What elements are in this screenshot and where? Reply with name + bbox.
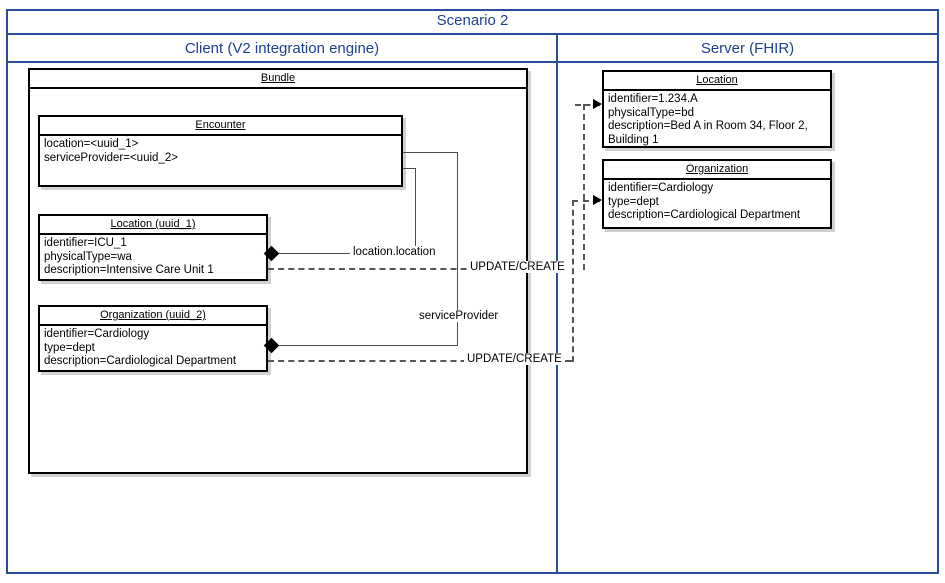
update-create-location-dash-v bbox=[583, 104, 585, 270]
update-create-location-dash-arrow-h bbox=[575, 104, 600, 106]
update-create-location-dash-h bbox=[268, 268, 568, 270]
service-provider-edge-label: serviceProvider bbox=[416, 310, 502, 322]
client-organization-header: Organization (uuid_2) bbox=[40, 307, 266, 326]
server-panel-title: Server (FHIR) bbox=[700, 40, 795, 57]
server-location-attr-physical-type: physicalType=bd bbox=[608, 106, 694, 119]
client-organization-attributes: identifier=Cardiology type=dept descript… bbox=[40, 326, 266, 372]
update-create-organization-dash-v bbox=[572, 200, 574, 362]
server-location-header: Location bbox=[604, 72, 830, 91]
server-organization-attr-description: description=Cardiological Department bbox=[608, 209, 801, 221]
update-create-location-arrowhead bbox=[593, 99, 602, 109]
server-location-class-box[interactable]: Location identifier=1.234.A physicalType… bbox=[602, 70, 832, 148]
location-edge-segment-vertical bbox=[415, 168, 416, 254]
server-organization-title: Organization bbox=[685, 163, 749, 175]
update-create-organization-dash-arrow-h bbox=[572, 200, 600, 202]
encounter-attributes: location=<uuid_1> serviceProvider=<uuid_… bbox=[40, 136, 401, 168]
server-organization-attributes: identifier=Cardiology type=dept descript… bbox=[604, 180, 830, 226]
client-organization-class-box[interactable]: Organization (uuid_2) identifier=Cardiol… bbox=[38, 305, 268, 372]
client-location-class-box[interactable]: Location (uuid_1) identifier=ICU_1 physi… bbox=[38, 214, 268, 281]
client-organization-title: Organization (uuid_2) bbox=[100, 309, 206, 321]
update-create-organization-dash-h bbox=[268, 360, 568, 362]
encounter-header: Encounter bbox=[40, 117, 401, 136]
panel-title-divider bbox=[6, 61, 939, 63]
location-edge-label: location.location bbox=[350, 246, 439, 258]
client-location-header: Location (uuid_1) bbox=[40, 216, 266, 235]
server-location-title: Location bbox=[696, 74, 738, 86]
server-location-attr-description: description=Bed A in Room 34, Floor 2, B… bbox=[608, 120, 808, 146]
client-location-attr-description: description=Intensive Care Unit 1 bbox=[44, 264, 214, 276]
client-location-attr-physical-type: physicalType=wa bbox=[44, 250, 132, 263]
client-organization-attr-description: description=Cardiological Department bbox=[44, 355, 237, 367]
client-location-attributes: identifier=ICU_1 physicalType=wa descrip… bbox=[40, 235, 266, 281]
client-server-divider bbox=[556, 34, 558, 573]
bundle-title: Bundle bbox=[260, 72, 296, 84]
server-location-attributes: identifier=1.234.A physicalType=bd descr… bbox=[604, 91, 830, 150]
encounter-attr-location: location=<uuid_1> bbox=[44, 138, 139, 150]
update-create-organization-arrowhead bbox=[593, 195, 602, 205]
encounter-title: Encounter bbox=[195, 119, 246, 131]
update-create-organization-label: UPDATE/CREATE bbox=[464, 353, 565, 365]
location-edge-segment-bottom bbox=[272, 253, 416, 254]
page-title: Scenario 2 bbox=[436, 12, 509, 29]
encounter-class-box[interactable]: Encounter location=<uuid_1> serviceProvi… bbox=[38, 115, 403, 187]
server-location-attr-identifier: identifier=1.234.A bbox=[608, 93, 698, 105]
client-organization-attr-type: type=dept bbox=[44, 341, 95, 354]
title-bar-divider bbox=[6, 33, 939, 35]
client-location-title: Location (uuid_1) bbox=[110, 218, 196, 230]
location-edge-segment-top bbox=[403, 168, 416, 169]
bundle-header: Bundle bbox=[30, 70, 526, 89]
server-organization-header: Organization bbox=[604, 161, 830, 180]
client-panel-title: Client (V2 integration engine) bbox=[184, 40, 380, 57]
encounter-attr-service-provider: serviceProvider=<uuid_2> bbox=[44, 151, 178, 164]
server-organization-attr-type: type=dept bbox=[608, 195, 659, 208]
update-create-organization-dash-turn bbox=[563, 360, 574, 362]
diagram-title-bar bbox=[6, 9, 939, 34]
update-create-location-label: UPDATE/CREATE bbox=[467, 261, 568, 273]
client-organization-attr-identifier: identifier=Cardiology bbox=[44, 328, 150, 340]
server-organization-class-box[interactable]: Organization identifier=Cardiology type=… bbox=[602, 159, 832, 229]
service-provider-edge-segment-bottom bbox=[272, 345, 458, 346]
service-provider-edge-segment-vertical bbox=[457, 152, 458, 346]
server-organization-attr-identifier: identifier=Cardiology bbox=[608, 182, 714, 194]
service-provider-edge-segment-top bbox=[403, 152, 458, 153]
client-location-attr-identifier: identifier=ICU_1 bbox=[44, 237, 127, 249]
